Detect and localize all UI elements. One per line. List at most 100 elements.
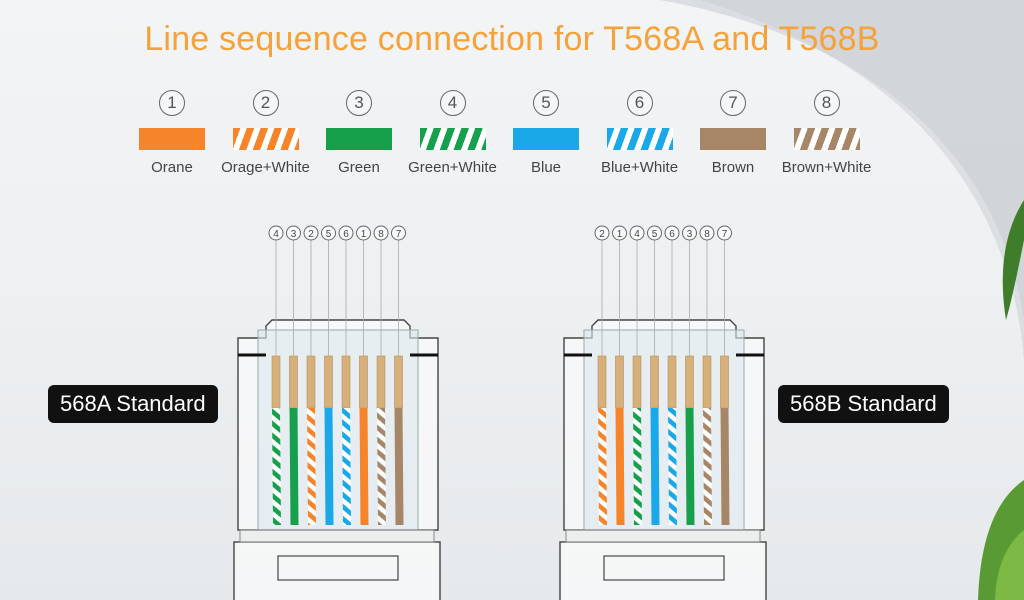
wire: [598, 408, 607, 525]
wire: [359, 408, 369, 525]
legend-label: Green: [338, 159, 380, 176]
contact-pin: [667, 355, 677, 409]
legend-label: Brown: [711, 159, 755, 176]
wire: [703, 408, 712, 525]
contact-pin: [271, 355, 281, 409]
pin-number-circle: [391, 225, 406, 241]
legend-swatch: [700, 128, 766, 150]
legend-number: 6: [626, 90, 653, 116]
pin-number: 8: [378, 229, 384, 240]
legend-swatch: [513, 128, 579, 150]
pin-number-circle: [594, 225, 610, 241]
wire: [668, 408, 677, 525]
legend-swatch: [793, 128, 860, 150]
wire: [394, 408, 404, 525]
contact-pin: [650, 355, 659, 409]
contact-pin: [597, 355, 607, 409]
contact-pin: [720, 355, 729, 409]
contact-pin: [394, 355, 403, 409]
contact-pin: [685, 355, 694, 409]
contact-pin: [632, 355, 642, 409]
wire: [324, 408, 334, 525]
pin-number-circle: [717, 225, 732, 241]
legend-label: Orage+White: [221, 159, 310, 176]
legend-label: Brown+White: [781, 159, 872, 176]
pin-number-circle: [303, 225, 319, 241]
pin-number: 3: [687, 229, 693, 240]
connector-boot: [559, 541, 767, 600]
pin-number-circle: [268, 225, 284, 241]
pin-number-circle: [664, 225, 680, 241]
legend-number: 7: [720, 90, 746, 116]
pin-number: 2: [599, 229, 605, 240]
pin-number-circle: [321, 225, 336, 241]
pin-number: 3: [291, 229, 297, 240]
legend-number: 4: [439, 90, 466, 116]
wire: [685, 408, 695, 525]
pin-number: 6: [669, 229, 675, 240]
connector-boot: [233, 541, 441, 600]
pin-number: 6: [343, 229, 349, 240]
legend-label: Blue: [530, 159, 562, 176]
legend-swatch: [326, 128, 392, 150]
pin-number-circle: [356, 225, 371, 241]
connector-cavity: [257, 329, 419, 531]
pin-number: 4: [634, 229, 640, 240]
contact-pin: [702, 355, 712, 409]
568a-standard-label: 568A Standard: [48, 385, 218, 423]
pin-number: 5: [326, 229, 332, 240]
pin-number: 4: [273, 229, 279, 240]
wire: [615, 408, 625, 525]
legend-number: 8: [813, 90, 840, 116]
pin-number-circle: [629, 225, 645, 241]
wire: [720, 408, 730, 525]
legend-swatch: [419, 128, 486, 150]
contact-pin: [615, 355, 624, 409]
legend-swatch: [139, 128, 205, 150]
pin-number: 8: [704, 229, 710, 240]
568b-standard-label: 568B Standard: [778, 385, 949, 423]
pin-number-circle: [682, 225, 697, 241]
wire: [272, 408, 281, 525]
legend-number: 5: [533, 90, 559, 116]
pin-number: 5: [652, 229, 658, 240]
leaf-top: [1002, 200, 1024, 320]
wire: [307, 408, 316, 525]
legend-number: 3: [346, 90, 372, 116]
wire: [633, 408, 642, 525]
legend-number: 1: [159, 90, 185, 116]
wire: [650, 408, 660, 525]
contact-pin: [359, 355, 368, 409]
pin-number-circle: [612, 225, 627, 241]
pin-number: 7: [722, 229, 728, 240]
wire: [289, 408, 299, 525]
pin-number: 7: [396, 229, 402, 240]
pin-number-circle: [647, 225, 662, 241]
wire: [377, 408, 386, 525]
contact-pin: [324, 355, 333, 409]
pin-number-circle: [338, 225, 354, 241]
legend-label: Green+White: [408, 159, 497, 176]
legend-label: Orane: [151, 159, 193, 176]
legend-swatch: [606, 128, 673, 150]
legend-swatch: [232, 128, 299, 150]
contact-pin: [341, 355, 351, 409]
pin-number: 1: [617, 229, 623, 240]
legend-label: Blue+White: [600, 159, 679, 176]
contact-pin: [289, 355, 298, 409]
pin-number-circle: [373, 225, 389, 241]
legend-number: 2: [252, 90, 279, 116]
contact-pin: [306, 355, 316, 409]
